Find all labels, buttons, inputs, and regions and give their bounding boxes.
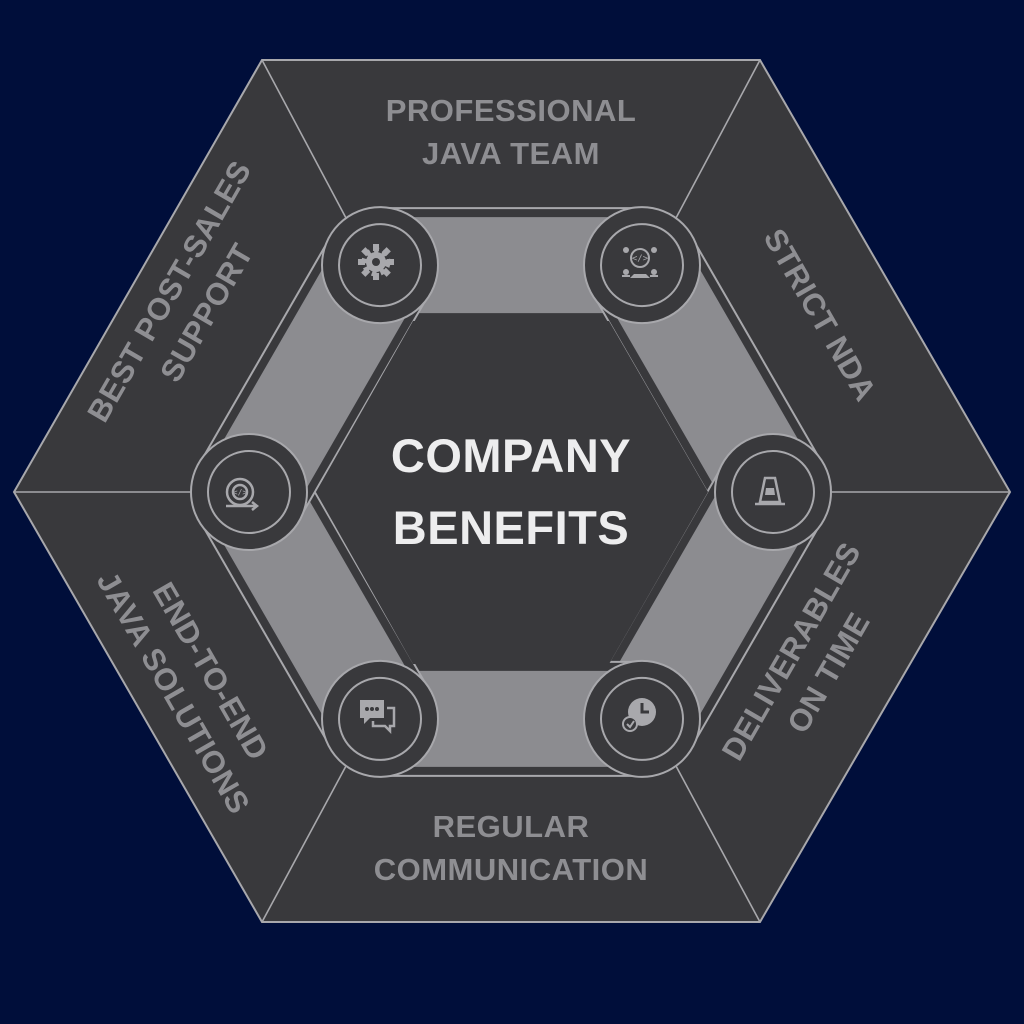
clock-check-icon (622, 698, 656, 732)
center-title-line1: COMPANY (390, 429, 632, 482)
chain-node-6 (190, 433, 308, 551)
svg-text:</>: </> (632, 254, 649, 264)
segment-label-line1: PROFESSIONAL (385, 93, 637, 128)
segment-label-line2: JAVA TEAM (422, 136, 600, 171)
segment-label-line2: COMMUNICATION (373, 852, 649, 887)
cone-icon (755, 476, 785, 506)
code-cycle-icon: </> (225, 477, 260, 511)
chain-node-2 (583, 206, 701, 325)
chat-bubbles-icon (360, 700, 396, 735)
segment-dividers (14, 59, 1010, 923)
segment-label-line1: REGULAR (432, 809, 590, 844)
center-title-line2: BENEFITS (392, 501, 630, 554)
team-code-icon: </> (622, 247, 658, 278)
icons: </> (225, 244, 785, 735)
svg-text:</>: </> (233, 488, 248, 497)
chain-node-5 (321, 659, 439, 778)
gear-icon (358, 244, 394, 280)
inner-hexagon (316, 321, 708, 664)
